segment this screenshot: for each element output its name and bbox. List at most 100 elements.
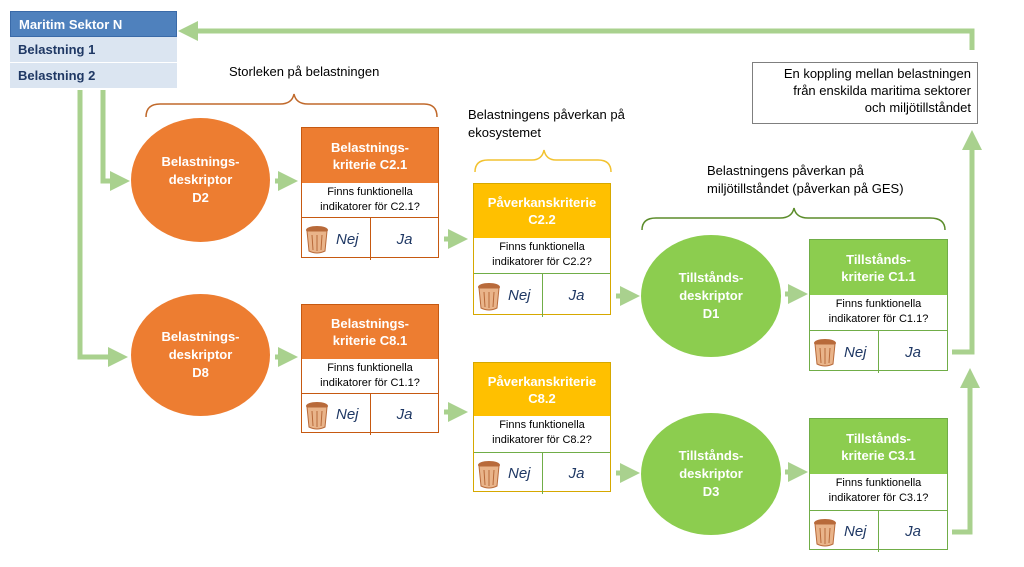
brace-ecosystem xyxy=(474,149,612,173)
criterion-c82-no-button[interactable]: Nej xyxy=(474,453,543,494)
criterion-c21-question: Finns funktionella indikatorer för C2.1? xyxy=(302,183,438,217)
criterion-c81-q1: Finns funktionella xyxy=(327,362,413,374)
criterion-c31-title1: Tillstånds- xyxy=(846,430,911,446)
criterion-c81-title2: kriterie C8.1 xyxy=(332,333,408,348)
trash-bin-icon xyxy=(814,518,836,546)
label-ecosystem-line2: ekosystemet xyxy=(468,125,541,140)
criterion-c22: Påverkanskriterie C2.2 Finns funktionell… xyxy=(473,183,611,317)
descriptor-d1-line1: Tillstånds- xyxy=(678,270,744,285)
link-note-line1: En koppling mellan belastningen xyxy=(783,66,971,81)
criterion-c21-no-button[interactable]: Nej xyxy=(302,218,371,260)
criterion-c31-question: Finns funktionella indikatorer för C3.1? xyxy=(810,474,947,510)
descriptor-d2-line3: D2 xyxy=(192,190,209,205)
criterion-c31-no-button[interactable]: Nej xyxy=(810,511,879,552)
criterion-c31-q2: indikatorer för C3.1? xyxy=(828,492,929,504)
sector-item-belastning-2[interactable]: Belastning 2 xyxy=(10,63,177,89)
criterion-c81: Belastnings- kriterie C8.1 Finns funktio… xyxy=(301,304,439,435)
descriptor-d1-line2: deskriptor xyxy=(679,288,743,303)
descriptor-d3[interactable]: Tillstånds- deskriptor D3 xyxy=(641,413,781,535)
brace-size-of-load xyxy=(145,93,438,118)
criterion-c31-answers: Nej Ja xyxy=(810,510,947,552)
criterion-c81-header: Belastnings- kriterie C8.1 xyxy=(302,305,438,359)
criterion-c31: Tillstånds- kriterie C3.1 Finns funktion… xyxy=(809,418,948,552)
flow-arrows xyxy=(77,21,982,535)
criterion-c22-question: Finns funktionella indikatorer för C2.2? xyxy=(474,238,610,273)
label-ecosystem-line1: Belastningens påverkan på xyxy=(468,107,625,122)
descriptor-d8-line1: Belastnings- xyxy=(161,329,240,344)
criterion-c82-title2: C8.2 xyxy=(528,390,556,406)
label-environment-impact: Belastningens påverkan på miljötillstånd… xyxy=(707,162,904,198)
trash-bin-icon xyxy=(478,282,500,310)
criterion-c11-q2: indikatorer för C1.1? xyxy=(828,313,929,325)
criterion-c22-title1: Påverkanskriterie xyxy=(487,195,597,210)
arrow-sector-to-d8 xyxy=(77,90,128,367)
criterion-c21-no-label: Nej xyxy=(336,230,359,248)
sector-item-belastning-1[interactable]: Belastning 1 xyxy=(10,37,177,63)
criterion-c82-q1: Finns funktionella xyxy=(499,419,585,431)
criterion-c31-title2: kriterie C3.1 xyxy=(841,447,916,463)
descriptor-d2-line2: deskriptor xyxy=(168,172,233,187)
trash-bin-icon xyxy=(814,339,836,367)
descriptor-d2-line1: Belastnings- xyxy=(161,154,240,169)
criterion-c11-header: Tillstånds- kriterie C1.1 xyxy=(810,240,947,295)
criterion-c81-title1: Belastnings- xyxy=(330,316,409,331)
criterion-c31-header: Tillstånds- kriterie C3.1 xyxy=(810,419,947,474)
descriptor-d1-line3: D1 xyxy=(702,306,720,321)
arrow-c11-to-note xyxy=(952,130,982,355)
criterion-c21-q1: Finns funktionella xyxy=(327,186,413,198)
trash-bin-icon xyxy=(306,401,328,429)
arrow-c31-up xyxy=(952,368,980,535)
criterion-c11-question: Finns funktionella indikatorer för C1.1? xyxy=(810,295,947,330)
criterion-c21-yes-button[interactable]: Ja xyxy=(396,230,413,248)
criterion-c81-answers: Nej Ja xyxy=(302,393,438,435)
criterion-c82-title1: Påverkanskriterie xyxy=(487,373,597,389)
criterion-c22-answers: Nej Ja xyxy=(474,273,610,317)
criterion-c31-q1: Finns funktionella xyxy=(835,477,922,489)
sector-list: Maritim Sektor N Belastning 1 Belastning… xyxy=(10,11,177,89)
sector-item-maritim-sektor-n[interactable]: Maritim Sektor N xyxy=(10,11,177,37)
criterion-c11-title1: Tillstånds- xyxy=(846,251,911,267)
descriptor-d8-line2: deskriptor xyxy=(168,347,233,362)
criterion-c82-answers: Nej Ja xyxy=(474,452,610,494)
label-size-of-load: Storleken på belastningen xyxy=(229,64,380,79)
criterion-c11-no-button[interactable]: Nej xyxy=(810,331,879,373)
criterion-c22-yes-button[interactable]: Ja xyxy=(568,287,585,304)
criterion-c22-q1: Finns funktionella xyxy=(499,241,585,253)
criterion-c31-yes-button[interactable]: Ja xyxy=(905,523,921,540)
link-note-line3: och miljötillståndet xyxy=(864,100,971,115)
label-ecosystem-impact: Belastningens påverkan på ekosystemet xyxy=(468,106,625,142)
trash-bin-icon xyxy=(478,460,500,488)
trash-bin-icon xyxy=(306,226,328,254)
criterion-c81-no-label: Nej xyxy=(336,406,359,423)
criterion-c81-no-button[interactable]: Nej xyxy=(302,394,371,435)
criterion-c81-question: Finns funktionella indikatorer för C1.1? xyxy=(302,359,438,393)
link-note-line2: från enskilda maritima sektorer xyxy=(793,83,971,98)
criterion-c82-yes-button[interactable]: Ja xyxy=(568,465,585,482)
criterion-c82-q2: indikatorer för C8.2? xyxy=(492,434,592,446)
criterion-c11-q1: Finns funktionella xyxy=(835,298,922,310)
criterion-c11-yes-button[interactable]: Ja xyxy=(905,343,921,361)
descriptor-d8-line3: D8 xyxy=(192,365,209,380)
descriptor-d2[interactable]: Belastnings- deskriptor D2 xyxy=(131,118,270,242)
criterion-c21-title1: Belastnings- xyxy=(330,139,409,155)
criterion-c11-answers: Nej Ja xyxy=(810,330,947,373)
arrow-sector-to-d2 xyxy=(100,90,130,191)
label-env-line1: Belastningens påverkan på xyxy=(707,163,864,178)
descriptor-d3-line1: Tillstånds- xyxy=(678,448,744,463)
criterion-c22-header: Påverkanskriterie C2.2 xyxy=(474,184,610,238)
criterion-c11: Tillstånds- kriterie C1.1 Finns funktion… xyxy=(809,239,948,373)
criterion-c22-q2: indikatorer för C2.2? xyxy=(492,256,592,268)
criterion-c81-yes-button[interactable]: Ja xyxy=(396,406,413,423)
criterion-c11-no-label: Nej xyxy=(844,343,867,361)
criterion-c81-q2: indikatorer för C1.1? xyxy=(320,377,420,389)
criterion-c21-answers: Nej Ja xyxy=(302,217,438,260)
criterion-c82: Påverkanskriterie C8.2 Finns funktionell… xyxy=(473,362,611,494)
criterion-c82-no-label: Nej xyxy=(508,465,531,482)
criterion-c21: Belastnings- kriterie C2.1 Finns funktio… xyxy=(301,127,439,260)
descriptor-d1[interactable]: Tillstånds- deskriptor D1 xyxy=(641,235,781,357)
descriptor-d3-line3: D3 xyxy=(702,484,720,499)
descriptor-d8[interactable]: Belastnings- deskriptor D8 xyxy=(131,294,270,416)
brace-environment xyxy=(641,207,946,231)
criterion-c22-no-button[interactable]: Nej xyxy=(474,274,543,317)
